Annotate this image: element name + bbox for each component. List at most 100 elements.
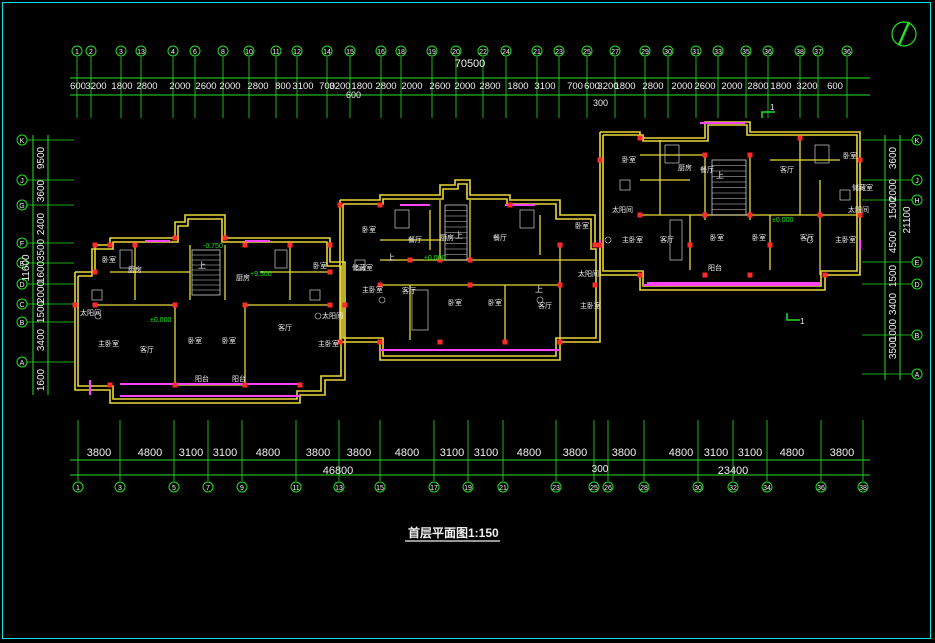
top-dim-text: 2000 xyxy=(401,81,422,92)
top-dim-text: 1800 xyxy=(351,81,372,92)
bottom-dim-text: 3800 xyxy=(563,447,587,459)
left-axis-bubble: C xyxy=(19,302,24,309)
top-axis-bubble-circle xyxy=(375,45,387,57)
bottom-dim-text: 3800 xyxy=(87,447,111,459)
bottom-axis-bubble-circle xyxy=(497,481,509,493)
top-dim-text: 1800 xyxy=(770,81,791,92)
stair-up-mark: 上 xyxy=(716,171,724,180)
top-dim-text: 800 xyxy=(275,81,291,92)
structural-column xyxy=(502,339,508,345)
top-axis-bubble: 1 xyxy=(75,49,79,56)
structural-column xyxy=(107,382,113,388)
bottom-dim-text: 3800 xyxy=(830,447,854,459)
top-axis-bubble-circle xyxy=(189,45,201,57)
structural-column xyxy=(637,135,643,141)
bottom-axis-bubble-circle xyxy=(290,481,302,493)
structural-column xyxy=(467,257,473,263)
top-axis-bubble: 12 xyxy=(293,49,301,56)
plumbing-fixture xyxy=(309,289,321,301)
room-label: 太阳间 xyxy=(848,205,869,214)
top-axis-bubble: 13 xyxy=(137,49,145,56)
plumbing-fixture xyxy=(619,179,631,191)
top-axis-bubble: 35 xyxy=(742,49,750,56)
plumbing-fixture xyxy=(91,289,103,301)
bottom-axis-bubble-circle xyxy=(168,481,180,493)
structural-column xyxy=(172,302,178,308)
left-dim-text: 2400 xyxy=(36,212,47,235)
bottom-axis-bubble: 1 xyxy=(76,485,80,492)
top-axis-bubble: 22 xyxy=(479,49,487,56)
left-total-dim: 11600 xyxy=(21,254,32,282)
plumbing-fixture xyxy=(119,249,133,269)
bottom-total-right: 23400 xyxy=(718,465,749,477)
left-axis-bubble: E xyxy=(20,261,25,268)
room-label: 太阳间 xyxy=(612,205,633,214)
middle-wing-inner xyxy=(342,183,597,357)
bottom-axis-bubble: 21 xyxy=(499,485,507,492)
bottom-axis-bubble: 23 xyxy=(552,485,560,492)
top-dim-text: 2800 xyxy=(136,81,157,92)
structural-column xyxy=(557,339,563,345)
top-dim-text: 1800 xyxy=(614,81,635,92)
top-axis-bubble: 14 xyxy=(323,49,331,56)
left-dim-text: 3600 xyxy=(36,179,47,202)
section-mark-label: 1 xyxy=(800,317,805,326)
structural-column xyxy=(467,282,473,288)
top-axis-bubble: 6 xyxy=(193,49,197,56)
top-axis-bubble-circle xyxy=(812,45,824,57)
top-axis-bubble-circle xyxy=(662,45,674,57)
bottom-axis-bubble-circle xyxy=(333,481,345,493)
room-label: 厨房 xyxy=(678,163,692,172)
left-axis-bubble: B xyxy=(20,320,25,327)
room-label: 客厅 xyxy=(660,235,674,244)
bottom-axis-bubble-circle xyxy=(602,481,614,493)
top-axis-bubble-circle xyxy=(500,45,512,57)
structural-column xyxy=(242,302,248,308)
right-axis-bubble: J xyxy=(915,178,919,185)
right-axis-bubble: D xyxy=(914,282,919,289)
bottom-axis-bubble-circle xyxy=(114,481,126,493)
top-dim-text: 2600 xyxy=(429,81,450,92)
top-axis-bubble: 37 xyxy=(814,49,822,56)
top-axis-bubble: 21 xyxy=(533,49,541,56)
top-dim-text: 3100 xyxy=(292,81,313,92)
structural-column xyxy=(822,272,828,278)
bottom-axis-bubble: 17 xyxy=(430,485,438,492)
bottom-axis-bubble: 26 xyxy=(604,485,612,492)
top-axis-bubble-circle xyxy=(85,45,97,57)
fixture-circle xyxy=(604,236,612,244)
top-dim-text: 2000 xyxy=(169,81,190,92)
top-sub-dim: 600 xyxy=(346,90,361,100)
top-axis-bubble-circle xyxy=(71,45,83,57)
top-axis-bubble-circle xyxy=(291,45,303,57)
bottom-total-left: 46800 xyxy=(323,465,354,477)
right-dim-text: 4500 xyxy=(888,230,899,253)
top-axis-bubble: 27 xyxy=(611,49,619,56)
room-label: 客厅 xyxy=(402,286,416,295)
structural-column xyxy=(702,152,708,158)
stair-up-mark: 上 xyxy=(198,261,206,270)
middle-wing-outline xyxy=(339,179,601,361)
top-dim-text: 2000 xyxy=(454,81,475,92)
right-dim-text: 1000 xyxy=(888,318,899,341)
structural-column xyxy=(327,269,333,275)
structural-column xyxy=(337,202,343,208)
bottom-axis-bubble-circle xyxy=(428,481,440,493)
structural-column xyxy=(557,282,563,288)
structural-column xyxy=(687,242,693,248)
top-axis-bubble-circle xyxy=(270,45,282,57)
structural-column xyxy=(557,242,563,248)
top-axis-bubble-circle xyxy=(841,45,853,57)
bottom-axis-bubble-circle xyxy=(761,481,773,493)
stair-up-mark: 上 xyxy=(387,253,395,262)
top-axis-bubble-circle xyxy=(553,45,565,57)
left-axis-bubble: A xyxy=(20,360,25,367)
right-wing-outline xyxy=(599,121,861,291)
bottom-axis-bubble-circle xyxy=(236,481,248,493)
structural-column xyxy=(747,272,753,278)
bottom-axis-bubble: 15 xyxy=(376,485,384,492)
bottom-axis-bubble: 3 xyxy=(118,485,122,492)
fixture-circle xyxy=(314,312,322,320)
elevation-mark: +9.500 xyxy=(250,271,272,278)
